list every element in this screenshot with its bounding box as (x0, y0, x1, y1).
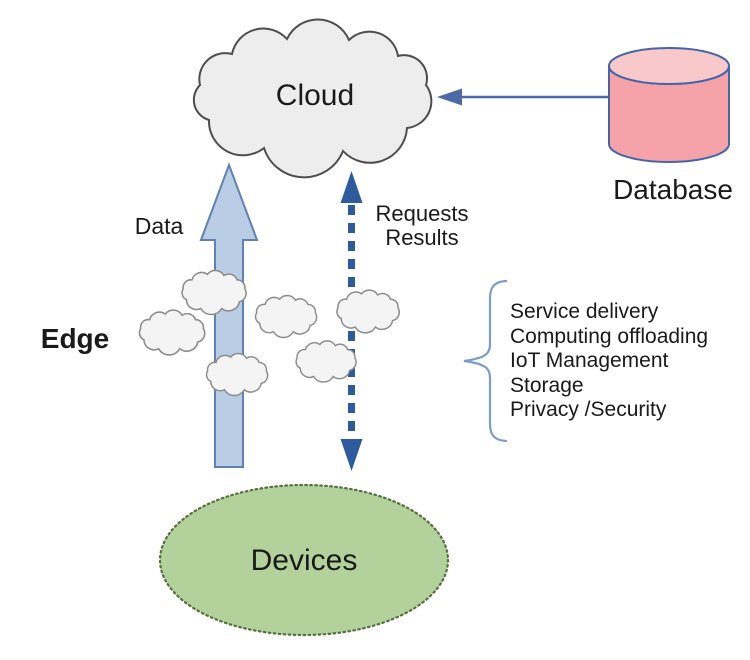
small-cloud-icon (295, 340, 357, 383)
small-cloud-icon (336, 289, 400, 334)
services-brace (463, 279, 508, 443)
edge-service-item: Privacy /Security (510, 398, 667, 421)
requests-label: Requests (375, 201, 469, 226)
cloud-label: Cloud (275, 79, 355, 112)
results-label: Results (385, 224, 459, 250)
data-flow-label: Data (134, 213, 184, 239)
edge-service-item: Service delivery (510, 300, 659, 323)
database-shape (608, 47, 730, 163)
edge-label: Edge (40, 323, 110, 354)
edge-clouds (138, 269, 400, 397)
database-to-cloud-arrow (437, 88, 609, 106)
edge-service-item: Computing offloading (510, 324, 709, 348)
cloud-shape (192, 18, 433, 179)
small-cloud-icon (254, 294, 318, 339)
devices-label: Devices (250, 544, 358, 577)
edge-service-item: Storage (510, 373, 584, 397)
data-flow-arrow (199, 162, 259, 468)
edge-service-item: IoT Management (510, 349, 669, 372)
devices-shape (158, 483, 450, 637)
database-label: Database (613, 174, 733, 205)
small-cloud-icon (138, 309, 206, 356)
small-cloud-icon (181, 269, 247, 316)
edge-services-list: Service delivery Computing offloading Io… (510, 300, 708, 423)
requests-results-label: Requests Results (352, 202, 492, 249)
